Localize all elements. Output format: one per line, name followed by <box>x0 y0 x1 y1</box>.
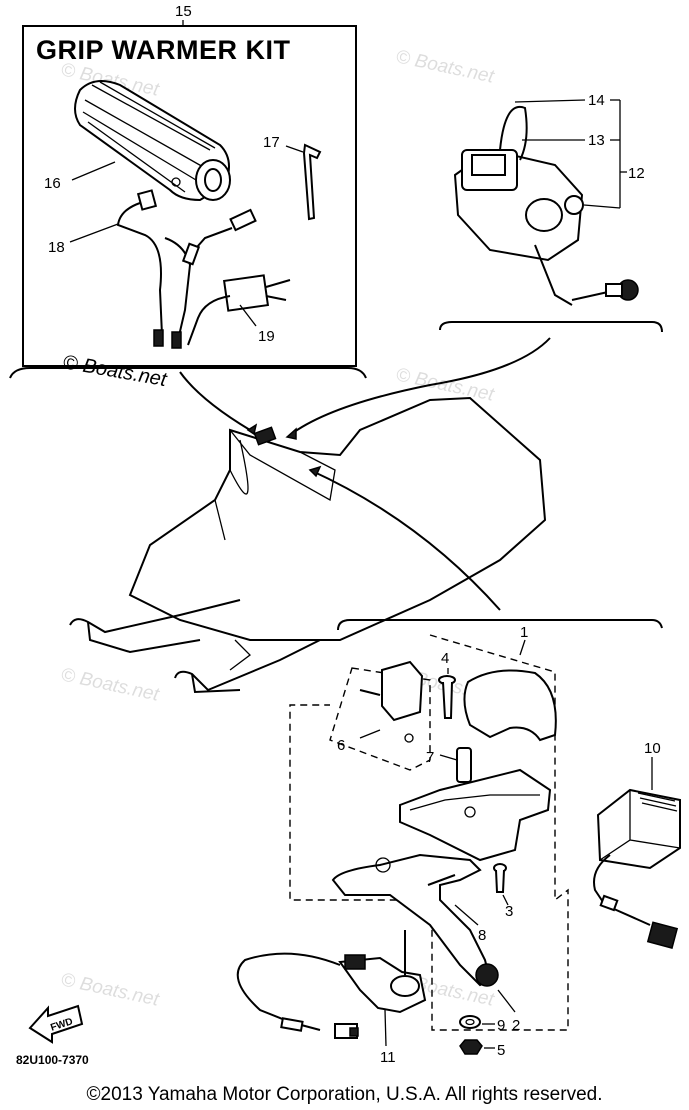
callout-5: 5 <box>497 1042 505 1059</box>
washer-part <box>459 1015 481 1029</box>
callout-11: 11 <box>380 1049 396 1066</box>
wire-harness-part <box>116 189 257 349</box>
controller-part <box>593 788 681 949</box>
switch-assembly-part <box>453 105 639 306</box>
callout-8: 8 <box>478 927 486 944</box>
watermark: © Boats.net <box>59 664 161 705</box>
callout-7: 7 <box>426 749 434 766</box>
callout-13: 13 <box>588 132 605 149</box>
callout-6: 6 <box>337 737 345 754</box>
cover-part <box>463 669 557 742</box>
callout-3: 3 <box>505 903 513 920</box>
screw3-part <box>493 863 507 893</box>
screw-part <box>438 675 456 719</box>
grip-warmer-kit-box: 15 GRIP WARMER KIT 16 17 <box>9 3 367 379</box>
watermark: © Boats.net <box>59 969 161 1010</box>
pointer-throttle <box>309 469 501 611</box>
switch-block-part <box>359 660 424 743</box>
callout-4: 4 <box>441 650 449 667</box>
nut-part <box>459 1039 483 1055</box>
switch-part <box>187 274 291 346</box>
callout-12: 12 <box>628 165 645 182</box>
switch-assembly-group: 14 13 12 <box>439 92 663 333</box>
screw8-part <box>427 874 456 886</box>
diagram-code: 82U100-7370 <box>16 1053 89 1067</box>
pointer-kit <box>179 371 251 431</box>
callout-1: 1 <box>520 624 528 641</box>
kit-title: GRIP WARMER KIT <box>36 35 291 65</box>
callout-18: 18 <box>48 239 65 256</box>
throttle-sensor-part <box>236 930 427 1039</box>
pin7-part <box>456 747 472 783</box>
grip-part <box>74 80 231 202</box>
snowmobile-outline <box>69 396 547 694</box>
throttle-lever-part <box>331 853 499 987</box>
throttle-bracket-part <box>399 768 552 862</box>
copyright-notice: ©2013 Yamaha Motor Corporation, U.S.A. A… <box>86 1084 603 1105</box>
watermark-strong: © Boats.net <box>61 351 169 391</box>
callout-17: 17 <box>263 134 280 151</box>
callout-19: 19 <box>258 328 275 345</box>
callout-15: 15 <box>175 3 192 20</box>
fwd-arrow-icon: FWD <box>28 1004 84 1044</box>
callout-2: 2 <box>512 1017 520 1034</box>
callout-10: 10 <box>644 740 661 757</box>
pointer-switch <box>289 337 551 436</box>
callout-16: 16 <box>44 175 61 192</box>
watermark: © Boats.net <box>394 46 496 87</box>
callout-14: 14 <box>588 92 605 109</box>
throttle-assembly-group: 1 6 4 7 <box>236 619 681 1066</box>
pin-part <box>302 143 322 221</box>
callout-9: 9 <box>497 1017 505 1034</box>
